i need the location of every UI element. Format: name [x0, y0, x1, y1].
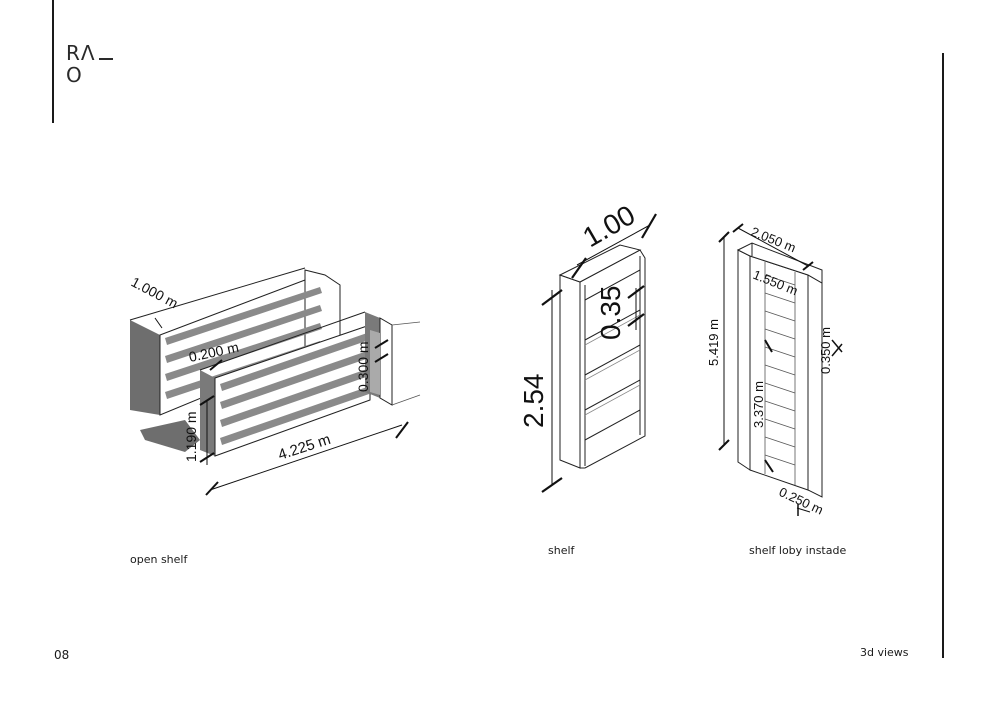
- right-margin-rule: [942, 53, 944, 658]
- dim-length-label: 4.225 m: [276, 431, 333, 464]
- dim-height-label: 5.419 m: [706, 319, 721, 366]
- left-margin-rule: [52, 0, 54, 123]
- logo-text-top: RΛ: [66, 41, 96, 65]
- dim-end-gap-label: 0.300 m: [355, 341, 371, 392]
- caption-open-shelf: open shelf: [130, 553, 188, 566]
- dim-depth-label: 0.350 m: [818, 327, 833, 374]
- caption-shelf-loby: shelf loby instade: [749, 544, 847, 557]
- dim-height-label: 1.190 m: [183, 411, 199, 462]
- logo-bar: [98, 57, 113, 60]
- dim-width-label: 1.00: [578, 199, 641, 253]
- dim-depth-label: 1.000 m: [129, 274, 181, 312]
- logo: RΛ O: [66, 42, 113, 86]
- open-shelf-drawing: 1.000 m 0.200 m 0.300 m 1.190 m 4.225 m: [129, 267, 421, 496]
- logo-text-bottom: O: [66, 63, 83, 87]
- caption-shelf: shelf: [548, 544, 575, 557]
- dim-shelf-gap-label: 0.35: [595, 286, 626, 341]
- dim-height-label: 2.54: [518, 374, 549, 429]
- shelf-loby-drawing: 2.050 m 1.550 m 5.419 m 0.350 m 3.370 m …: [706, 223, 843, 518]
- section-label: 3d views: [860, 646, 909, 659]
- page-number: 08: [54, 648, 70, 662]
- dim-inner-height-label: 3.370 m: [751, 381, 766, 428]
- shelf-drawing: 1.00 0.35 2.54: [518, 199, 657, 493]
